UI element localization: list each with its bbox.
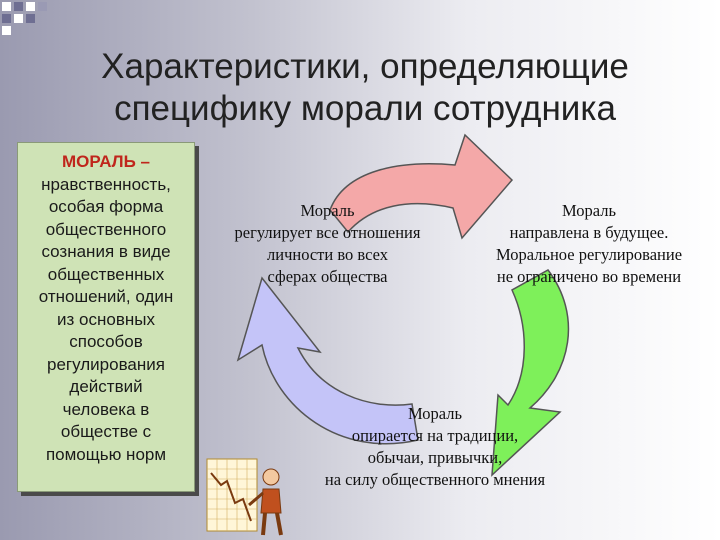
definition-line: отношений, один xyxy=(38,287,174,306)
definition-box: МОРАЛЬ – нравственность, особая форма об… xyxy=(17,142,195,492)
title-line-1: Характеристики, определяющие xyxy=(101,47,629,86)
title-line-2: специфику морали сотрудника xyxy=(114,89,616,128)
definition-line: действий xyxy=(69,377,143,396)
corner-decoration xyxy=(2,2,47,35)
page-title: Характеристики, определяющие специфику м… xyxy=(20,46,710,130)
definition-line: способов xyxy=(69,332,143,351)
label-line: Мораль xyxy=(408,404,462,423)
right-arrow xyxy=(491,269,570,477)
cycle-label-right: Мораль направлена в будущее. Моральное р… xyxy=(463,200,715,288)
definition-line: обществе с xyxy=(60,422,152,441)
label-line: сферах общества xyxy=(267,267,388,286)
label-line: обычаи, привычки, xyxy=(367,448,503,467)
label-line: личности во всех xyxy=(267,245,388,264)
definition-line: нравственность, xyxy=(41,174,171,194)
bottom-arrow xyxy=(236,276,419,445)
top-arrow xyxy=(329,133,514,240)
definition-line: помощью норм xyxy=(45,444,167,464)
definition-line: человека в xyxy=(62,399,150,419)
label-line: Мораль xyxy=(562,201,616,220)
definition-line: общественных xyxy=(47,264,165,284)
definition-line: особая форма xyxy=(48,197,164,216)
label-line: Мораль xyxy=(300,201,355,220)
label-line: на силу общественного мнения xyxy=(324,470,546,489)
definition-line: сознания в виде xyxy=(41,242,171,261)
definition-heading: МОРАЛЬ – xyxy=(61,152,151,171)
definition-line: регулирования xyxy=(47,354,165,374)
definition-line: из основных xyxy=(57,309,155,329)
presenter-clipart-icon xyxy=(206,458,283,536)
definition-line: общественного xyxy=(45,219,167,239)
label-line: не ограничено во времени xyxy=(496,267,682,286)
label-line: регулирует все отношения xyxy=(234,223,421,242)
label-line: Моральное регулирование xyxy=(495,245,683,264)
label-line: направлена в будущее. xyxy=(509,223,669,242)
cycle-label-left: Мораль регулирует все отношения личности… xyxy=(200,200,455,288)
label-line: опирается на традиции, xyxy=(351,426,519,445)
cycle-label-bottom: Мораль опирается на традиции, обычаи, пр… xyxy=(285,403,585,491)
